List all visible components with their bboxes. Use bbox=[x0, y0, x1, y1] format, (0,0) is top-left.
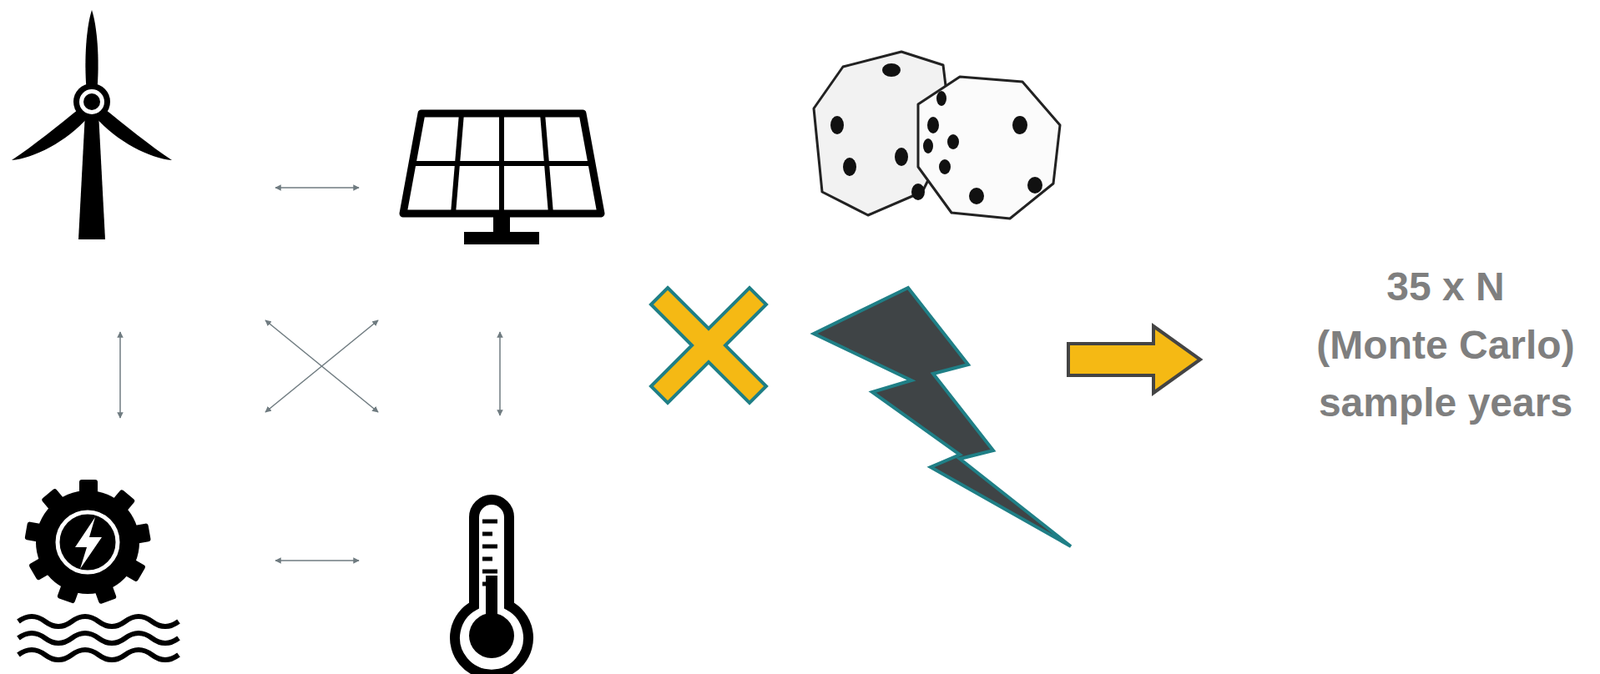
lightning-bolt bbox=[813, 287, 1071, 547]
result-label: 35 x N bbox=[1386, 267, 1505, 308]
multiply-sign bbox=[651, 287, 767, 404]
result-label: (Monte Carlo) bbox=[1316, 325, 1575, 366]
result-label: sample years bbox=[1318, 383, 1573, 424]
hydro-power-icon bbox=[18, 479, 179, 661]
solar-panel-icon bbox=[403, 113, 601, 245]
result-arrow bbox=[1068, 326, 1201, 394]
dice-icon bbox=[813, 51, 1060, 219]
wind-turbine-icon bbox=[11, 10, 172, 240]
correlation-arrows bbox=[120, 187, 500, 561]
thermometer-icon bbox=[454, 499, 529, 674]
